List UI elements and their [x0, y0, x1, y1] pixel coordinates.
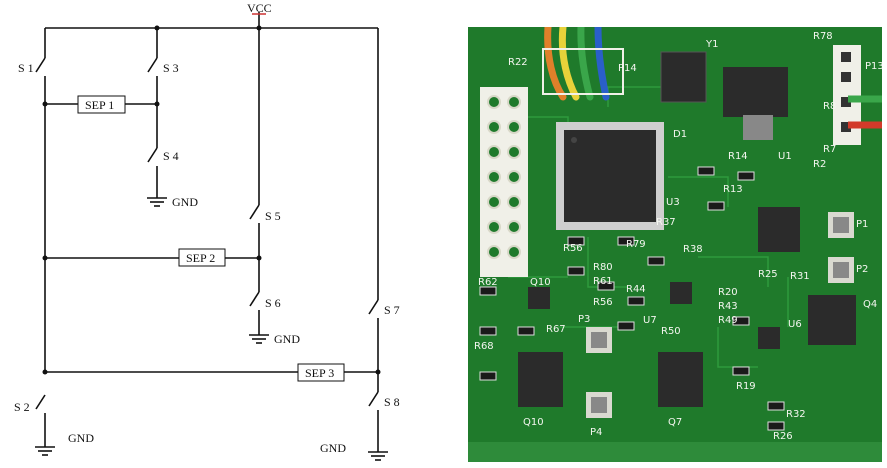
silk-label: R25 [758, 269, 778, 280]
ribbon-wires [544, 27, 610, 101]
vcc-label: VCC [247, 1, 272, 15]
gnd-label: GND [274, 332, 300, 346]
switch-s8 [368, 391, 379, 407]
inductor [660, 51, 707, 103]
silk-label: P3 [578, 314, 590, 325]
s5-label: S 5 [265, 209, 281, 223]
sep1-label: SEP 1 [85, 98, 114, 112]
silk-label: R49 [718, 315, 738, 326]
s1-label: S 1 [18, 61, 34, 75]
ic-q7 [658, 352, 703, 407]
s7-label: S 7 [384, 303, 400, 317]
silk-label: R8 [823, 101, 836, 112]
silk-label: R20 [718, 287, 738, 298]
sep2-box [178, 248, 226, 267]
silk-label: R43 [718, 301, 738, 312]
switch-s4 [147, 147, 158, 163]
ic-q10 [518, 352, 563, 407]
silk-label: R32 [786, 409, 806, 420]
silk-label: R44 [626, 284, 646, 295]
silk-label: D1 [673, 129, 687, 140]
silk-label: P14 [618, 63, 637, 74]
ic-chip [758, 207, 800, 252]
sep3-label: SEP 3 [305, 366, 334, 380]
silk-label: Q10 [523, 417, 544, 428]
silk-label: P4 [590, 427, 602, 438]
switch-s3 [147, 57, 158, 73]
silk-label: R78 [813, 31, 833, 42]
silk-label: U3 [666, 197, 680, 208]
ground-symbol [35, 446, 55, 456]
silk-label: R37 [656, 217, 676, 228]
silk-label: R56 [593, 297, 613, 308]
silk-label: R2 [813, 159, 826, 170]
switch-s2 [35, 394, 46, 410]
silk-label: Q10 [530, 277, 551, 288]
silk-label: R61 [593, 276, 613, 287]
pcb-photo: R22 P14 Y1 R78 P13 R8 R7 R2 D1 R14 U1 R1… [468, 27, 882, 462]
silk-label: U1 [778, 151, 792, 162]
ground-symbol [368, 451, 388, 461]
silk-label: Q4 [863, 299, 877, 310]
silk-label: R13 [723, 184, 743, 195]
ground-symbol [147, 197, 167, 207]
silk-label: U6 [788, 319, 802, 330]
s4-label: S 4 [163, 149, 179, 163]
switch-s6 [249, 291, 260, 307]
gnd-label: GND [320, 441, 346, 455]
silk-label: R80 [593, 262, 613, 273]
silk-label: R31 [790, 271, 810, 282]
s6-label: S 6 [265, 296, 281, 310]
silk-label: P2 [856, 264, 868, 275]
voltage-regulator [723, 67, 788, 117]
microcontroller-chip [556, 122, 664, 230]
s3-label: S 3 [163, 61, 179, 75]
ground-symbol [249, 334, 269, 344]
sep2-label: SEP 2 [186, 251, 215, 265]
switch-schematic: VCC S 1 S 3 SEP 1 S 4 GND S 5 SEP 2 S 6 [14, 1, 400, 461]
gnd-label: GND [172, 195, 198, 209]
silk-label: R26 [773, 431, 793, 442]
silk-label: P13 [865, 61, 882, 72]
silk-label: U7 [643, 315, 657, 326]
silk-label: R14 [728, 151, 748, 162]
s2-label: S 2 [14, 400, 30, 414]
silk-label: R7 [823, 144, 836, 155]
silk-label: R22 [508, 57, 528, 68]
sep1-box [77, 95, 126, 114]
silk-label: R62 [478, 277, 498, 288]
ic-chip [808, 295, 856, 345]
switch-s5 [249, 204, 260, 220]
sep3-box [297, 363, 345, 382]
silk-label: Q7 [668, 417, 682, 428]
gnd-label: GND [68, 431, 94, 445]
silk-label: R67 [546, 324, 566, 335]
silk-label: R68 [474, 341, 494, 352]
s8-label: S 8 [384, 395, 400, 409]
pin-header [480, 87, 528, 277]
silk-label: P1 [856, 219, 868, 230]
silk-label: R56 [563, 243, 583, 254]
silk-label: R79 [626, 239, 646, 250]
silk-label: Y1 [705, 39, 718, 50]
switch-s7 [368, 299, 379, 315]
silk-label: R19 [736, 381, 756, 392]
silk-label: R38 [683, 244, 703, 255]
silk-label: R50 [661, 326, 681, 337]
switch-s1 [35, 57, 46, 73]
